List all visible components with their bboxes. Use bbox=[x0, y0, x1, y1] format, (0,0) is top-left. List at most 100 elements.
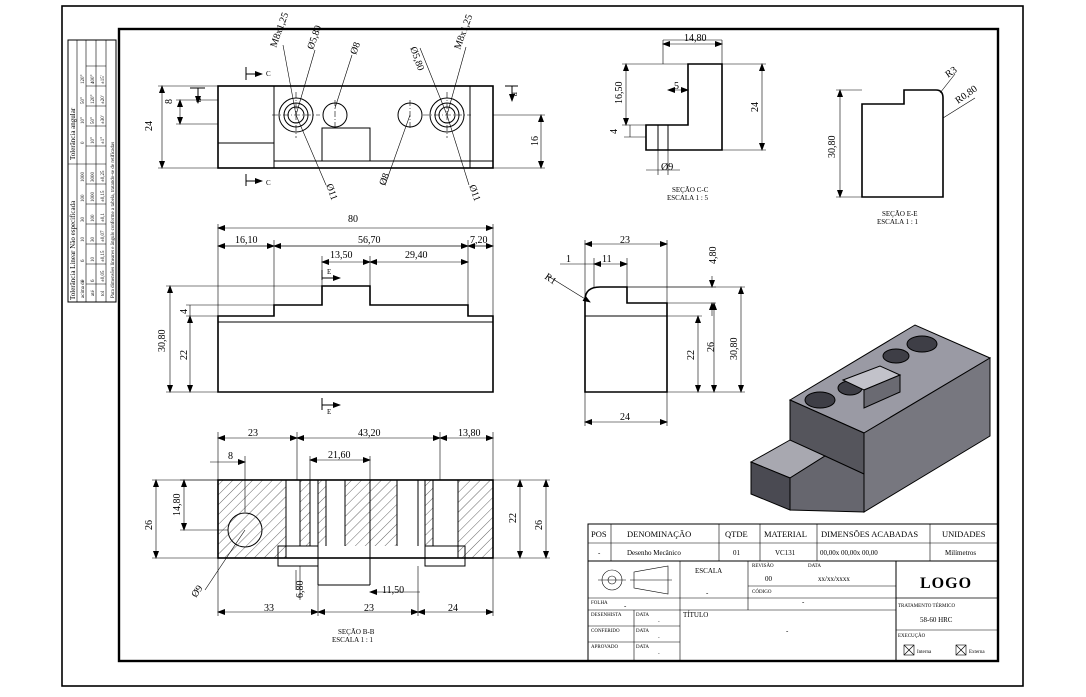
dim-text: 1 bbox=[566, 254, 571, 265]
revisao-label: REVISÃO bbox=[752, 563, 774, 569]
dim-text: 30,80 bbox=[729, 338, 740, 361]
dim-text: 22 bbox=[686, 350, 697, 360]
dim-text: Ø9 bbox=[661, 162, 673, 173]
dim-text: 26 bbox=[144, 520, 155, 530]
tol-value-cell: ±0,25 bbox=[101, 170, 106, 182]
tol-value-cell: ±20' bbox=[101, 95, 106, 104]
tol-to-cell: 400° bbox=[91, 75, 96, 85]
callout-diameter: Ø11 bbox=[323, 182, 339, 202]
section-mark-b: B bbox=[510, 92, 518, 97]
tol-row-label: até bbox=[91, 289, 96, 296]
side-view: 23 1 11 R1 4,80 22 26 30,80 24 bbox=[542, 235, 745, 426]
dim-text: R3 bbox=[943, 65, 959, 81]
tol-value-cell: ±0,15 bbox=[101, 250, 106, 262]
tol-above-cell: 50° bbox=[81, 97, 86, 104]
tol-to-cell: 120° bbox=[91, 95, 96, 105]
tol-to-cell: 10 bbox=[91, 257, 96, 263]
top-view: C C B B 24 8 16 M8x1,25 Ø5,80 Ø8 Ø5,80 M… bbox=[144, 11, 545, 203]
dim-text: 24 bbox=[620, 412, 630, 423]
data-small-label: DATA bbox=[636, 613, 649, 618]
header-pos: POS bbox=[591, 529, 607, 539]
tol-above-cell: 0 bbox=[81, 279, 86, 282]
section-mark-b: B bbox=[194, 98, 202, 103]
dim-text: 16 bbox=[530, 136, 541, 146]
section-mark-c: C bbox=[266, 70, 271, 78]
dim-text: 4 bbox=[179, 309, 190, 314]
front-view: 80 16,10 56,70 7,20 13,50 29,40 30,80 4 … bbox=[157, 214, 494, 416]
tol-above-cell: 0 bbox=[81, 141, 86, 144]
dim-text: 33 bbox=[264, 603, 274, 614]
dim-text: 22 bbox=[508, 513, 519, 523]
checkbox-interna[interactable] bbox=[903, 644, 915, 656]
header-qtde: QTDE bbox=[725, 529, 748, 539]
aprovado-label: APROVADO bbox=[591, 645, 619, 650]
dim-text: 14,80 bbox=[172, 494, 183, 517]
callout-thread: M8x1,25 bbox=[452, 13, 475, 51]
dim-text: 30,80 bbox=[827, 136, 838, 159]
dim-text: R1 bbox=[542, 271, 558, 287]
logo: LOGO bbox=[920, 575, 972, 592]
dim-text: 5 bbox=[674, 81, 679, 92]
tol-value-cell: ±0,15 bbox=[101, 190, 106, 202]
execucao-interna: Interna bbox=[917, 650, 932, 655]
dim-text: 6,80 bbox=[295, 581, 306, 599]
tol-value-cell: ±1° bbox=[101, 137, 106, 144]
tol-value-cell: ±0,05 bbox=[101, 270, 106, 282]
execucao-label: EXECUÇÃO bbox=[898, 633, 926, 639]
tol-to-cell: 10° bbox=[91, 137, 96, 144]
callout-diameter: Ø8 bbox=[377, 172, 392, 187]
callout-diameter: Ø5,80 bbox=[407, 45, 426, 72]
codigo-value: - bbox=[802, 598, 805, 606]
dim-text: 24 bbox=[750, 102, 761, 112]
titulo-label: TÍTULO bbox=[683, 611, 708, 619]
dim-text: 26 bbox=[534, 520, 545, 530]
tol-to-cell: 3000 bbox=[91, 172, 96, 183]
revisao-value: 00 bbox=[765, 575, 773, 583]
dim-text: 16,10 bbox=[235, 235, 258, 246]
dim-text: 4 bbox=[609, 129, 620, 134]
dash: - bbox=[658, 636, 660, 641]
section-bb: 23 43,20 13,80 8 21,60 14,80 26 22 26 6,… bbox=[144, 428, 550, 644]
folha-value: - bbox=[624, 602, 627, 610]
section-scale: ESCALA 1 : 5 bbox=[667, 194, 709, 202]
tol-to-cell: 50° bbox=[91, 117, 96, 124]
tol-above-cell: 10 bbox=[81, 237, 86, 243]
tol-above-cell: 10° bbox=[81, 117, 86, 124]
section-cc: 14,80 16,50 5 24 4 Ø9 SEÇÃO C-C ESCALA 1… bbox=[609, 33, 766, 202]
checkbox-externa[interactable] bbox=[955, 644, 967, 656]
dim-text: 23 bbox=[620, 235, 630, 246]
tratamento-value: 58-60 HRC bbox=[920, 616, 953, 624]
cell-denominacao: Desenho Mecânico bbox=[627, 549, 681, 557]
section-title: SEÇÃO E-E bbox=[882, 210, 918, 218]
callout-diameter: Ø8 bbox=[348, 41, 363, 56]
conferido-label: CONFERIDO bbox=[591, 629, 620, 634]
dim-text: 29,40 bbox=[405, 250, 428, 261]
tolerance-table: Tolerância Linear Não especificada Toler… bbox=[67, 39, 117, 303]
section-scale: ESCALA 1 : 1 bbox=[332, 636, 374, 644]
dim-text: 13,50 bbox=[330, 250, 353, 261]
dim-text: 11 bbox=[602, 254, 612, 265]
escala-label: ESCALA bbox=[695, 567, 722, 575]
dim-text: 26 bbox=[706, 342, 717, 352]
cell-unidades: Milímetros bbox=[945, 549, 976, 557]
tol-above-cell: 30 bbox=[81, 217, 86, 223]
dim-text: 13,80 bbox=[458, 428, 481, 439]
tol-value-cell: ±30' bbox=[101, 115, 106, 124]
dim-text: Ø9 bbox=[189, 583, 205, 599]
inner-border bbox=[117, 27, 1000, 663]
dim-text: 23 bbox=[248, 428, 258, 439]
dim-text: 30,80 bbox=[157, 330, 168, 353]
section-scale: ESCALA 1 : 1 bbox=[877, 218, 919, 226]
tol-above-cell: 6 bbox=[81, 259, 86, 262]
dim-text: 24 bbox=[144, 121, 155, 131]
section-mark-e: E bbox=[327, 408, 331, 416]
desenhista-label: DESENHISTA bbox=[591, 613, 622, 618]
tol-value-cell: ±0,07 bbox=[101, 230, 106, 242]
tol-note: Para dimensões lineares e ângulo conform… bbox=[111, 142, 116, 298]
tol-above-cell: 100 bbox=[81, 194, 86, 202]
section-title: SEÇÃO B-B bbox=[338, 628, 375, 636]
tol-row-label: acima de bbox=[81, 279, 86, 298]
tol-title-linear: Tolerância Linear Não especificada bbox=[69, 200, 77, 300]
dim-text: 21,60 bbox=[328, 450, 351, 461]
dim-text: 23 bbox=[364, 603, 374, 614]
